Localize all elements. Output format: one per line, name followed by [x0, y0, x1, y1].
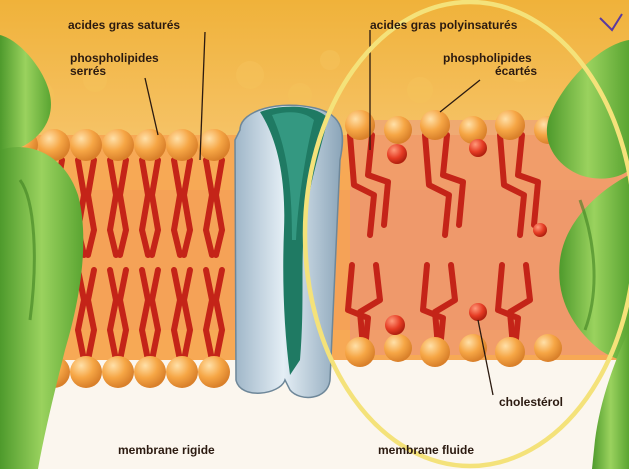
fatty-acid-tail [184, 270, 190, 360]
fatty-acid-tail [120, 270, 126, 360]
phospholipid-head [384, 334, 412, 362]
phospholipid-head [345, 337, 375, 367]
fatty-acid-tail [174, 270, 180, 360]
phospholipid-head [198, 129, 230, 161]
phospholipid-head [166, 356, 198, 388]
label-acides-gras-polyinsatures: acides gras polyinsaturés [370, 19, 517, 32]
fatty-acid-tail [88, 160, 94, 255]
phospholipid-head [134, 129, 166, 161]
label-membrane-rigide: membrane rigide [118, 444, 215, 457]
phospholipid-head [459, 334, 487, 362]
fatty-acid-tail [216, 160, 222, 255]
phospholipid-head [198, 356, 230, 388]
phospholipid-head [384, 116, 412, 144]
fatty-acid-tail [120, 160, 126, 255]
phospholipid-head [495, 110, 525, 140]
phospholipid-head [134, 356, 166, 388]
fatty-acid-tail [206, 270, 212, 360]
phospholipid-head [420, 337, 450, 367]
phospholipid-head [166, 129, 198, 161]
fatty-acid-tail [88, 270, 94, 360]
fatty-acid-tail [152, 270, 158, 360]
phospholipid-head [459, 116, 487, 144]
phospholipid-head [534, 334, 562, 362]
label-phospholipides-ecartes-2: écartés [495, 65, 537, 78]
fatty-acid-tail [142, 270, 148, 360]
phospholipid-head [102, 356, 134, 388]
fatty-acid-tail [110, 270, 116, 360]
label-cholesterol: cholestérol [499, 396, 563, 409]
fatty-acid-tail [206, 160, 212, 255]
label-membrane-fluide: membrane fluide [378, 444, 474, 457]
label-acides-gras-satures: acides gras saturés [68, 19, 180, 32]
phospholipid-head [70, 356, 102, 388]
phospholipid-head [102, 129, 134, 161]
fatty-acid-tail [174, 160, 180, 255]
fatty-acid-tail [142, 160, 148, 255]
fatty-acid-tail [110, 160, 116, 255]
phospholipid-head [420, 110, 450, 140]
fatty-acid-tail [216, 270, 222, 360]
fatty-acid-tail [184, 160, 190, 255]
phospholipid-head [495, 337, 525, 367]
label-phospholipides-serres-2: serrés [70, 65, 106, 78]
phospholipid-head [70, 129, 102, 161]
fatty-acid-tail [152, 160, 158, 255]
